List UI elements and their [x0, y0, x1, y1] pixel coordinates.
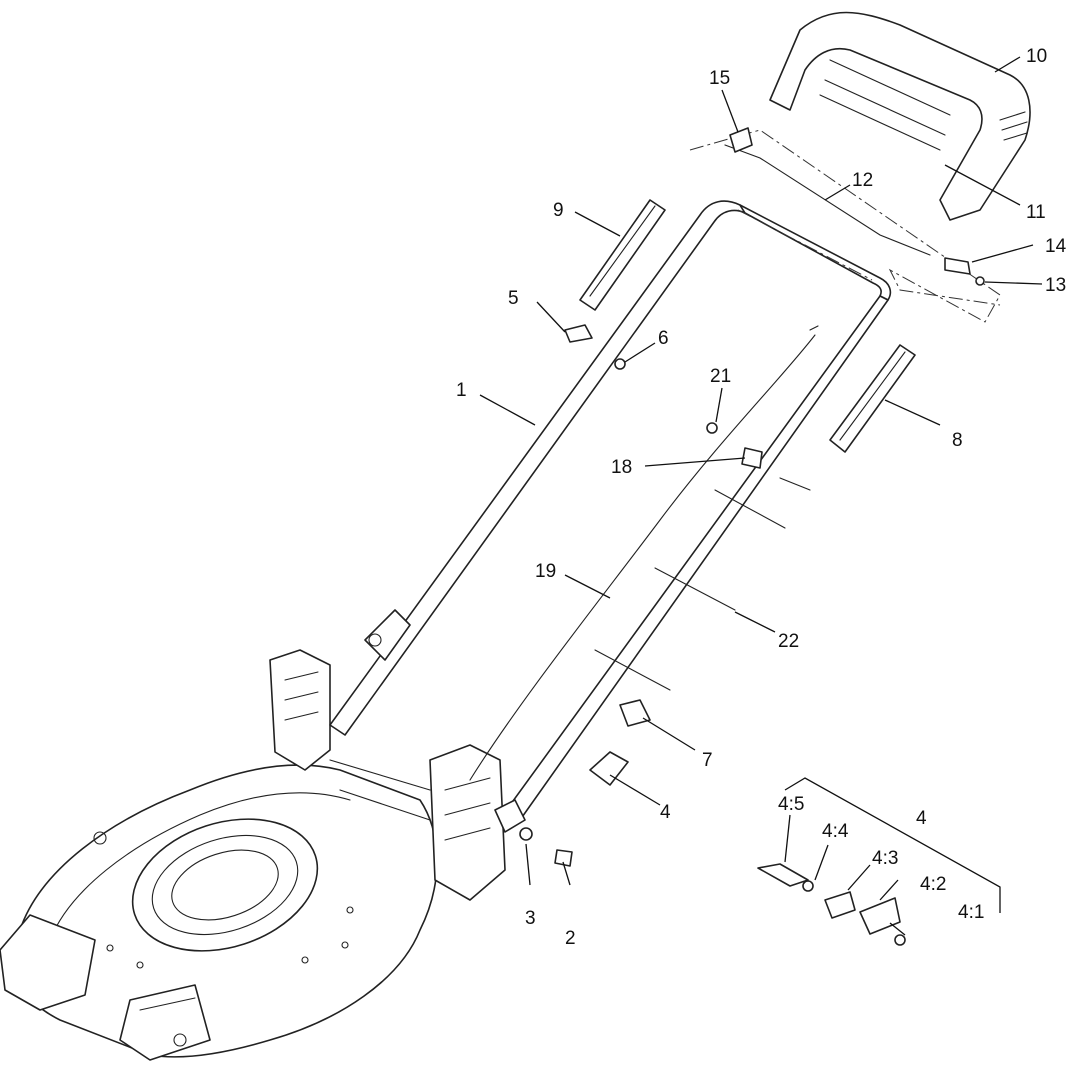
callout-4: 4 [660, 802, 671, 823]
height-adjuster-subassembly [757, 777, 1001, 946]
callout-4-5: 4:5 [778, 794, 804, 815]
callout-6: 6 [658, 328, 669, 349]
mower-deck [0, 649, 506, 1061]
callout-4-2: 4:2 [920, 874, 946, 895]
callout-15: 15 [709, 68, 730, 89]
callout-4-1: 4:1 [958, 902, 984, 923]
callout-21: 21 [710, 366, 731, 387]
handle-assembly [329, 200, 892, 833]
callout-18: 18 [611, 457, 632, 478]
callout-1: 1 [456, 380, 467, 401]
callout-4-4: 4:4 [822, 821, 849, 842]
callout-11: 11 [1026, 202, 1046, 223]
callout-19: 19 [535, 561, 556, 582]
callout-13: 13 [1045, 275, 1066, 296]
callout-9: 9 [553, 200, 564, 221]
handle-grips [579, 199, 916, 453]
callout-2: 2 [565, 928, 576, 949]
callout-4-subassembly: 4 [916, 808, 927, 829]
callout-3: 3 [525, 908, 536, 929]
callout-14: 14 [1045, 236, 1067, 257]
bail-assembly [689, 11, 1031, 323]
callout-7: 7 [702, 750, 713, 771]
callout-4-3: 4:3 [872, 848, 898, 869]
callout-8: 8 [952, 430, 963, 451]
callout-10: 10 [1026, 46, 1047, 67]
callout-22: 22 [778, 631, 799, 652]
callout-5: 5 [508, 288, 519, 309]
control-cable [469, 325, 819, 781]
callout-12: 12 [852, 170, 873, 191]
callout-labels: 1 2 3 4 4 4:1 4:2 4:3 4:4 4:5 5 6 7 8 9 … [456, 46, 1067, 949]
callout-leaders [479, 56, 1043, 936]
small-hardware [519, 324, 811, 867]
